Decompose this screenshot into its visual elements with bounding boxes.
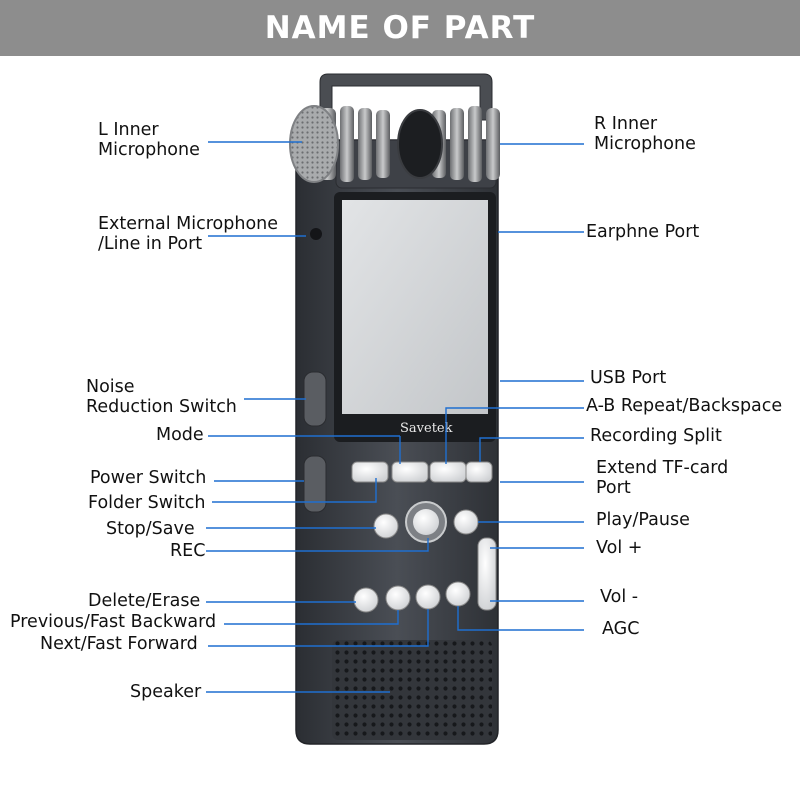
stop-button: [373, 513, 399, 539]
title-banner: NAME OF PART: [0, 0, 800, 56]
label-tf-card-port: Extend TF-card Port: [596, 458, 729, 498]
label-l-inner-microphone: L Inner Microphone: [98, 120, 200, 160]
label-mode: Mode: [156, 425, 204, 445]
label-ab-repeat: A-B Repeat/Backspace: [586, 396, 783, 416]
screen-display: [342, 200, 488, 414]
noise-reduction-switch: [303, 371, 327, 427]
label-power-switch: Power Switch: [90, 468, 207, 488]
power-switch: [303, 455, 327, 513]
label-earphone-port: Earphne Port: [586, 222, 700, 242]
label-stop-save: Stop/Save: [106, 519, 195, 539]
left-microphone: [289, 105, 390, 183]
brand-name: Savetek: [400, 421, 453, 436]
label-previous-fast-backward: Previous/Fast Backward: [10, 612, 217, 632]
label-play-pause: Play/Pause: [596, 510, 690, 530]
label-r-inner-microphone: R Inner Microphone: [594, 114, 696, 154]
label-usb-port: USB Port: [590, 368, 667, 388]
label-next-fast-forward: Next/Fast Forward: [40, 634, 198, 654]
label-external-microphone: External Microphone /Line in Port: [98, 214, 279, 254]
label-rec: REC: [170, 541, 206, 561]
label-recording-split: Recording Split: [590, 426, 722, 446]
prev-button: [385, 585, 411, 611]
leader-lines: [206, 141, 584, 693]
rec-button: [413, 509, 439, 535]
label-speaker: Speaker: [130, 682, 202, 702]
label-noise-reduction-switch: Noise Reduction Switch: [86, 377, 237, 417]
label-folder-switch: Folder Switch: [88, 493, 206, 513]
volume-rocker: [477, 537, 497, 611]
label-vol-plus: Vol +: [596, 538, 643, 558]
label-agc: AGC: [602, 619, 640, 639]
next-button: [415, 584, 441, 610]
label-delete-erase: Delete/Erase: [88, 591, 201, 611]
label-vol-minus: Vol -: [600, 587, 639, 607]
function-buttons: [351, 461, 493, 483]
play-button: [453, 509, 479, 535]
speaker-grille: [332, 640, 492, 740]
agc-button: [445, 581, 471, 607]
page-title: NAME OF PART: [264, 10, 536, 46]
delete-button: [353, 587, 379, 613]
ext-mic-port: [310, 228, 322, 240]
right-microphone: [397, 106, 500, 182]
